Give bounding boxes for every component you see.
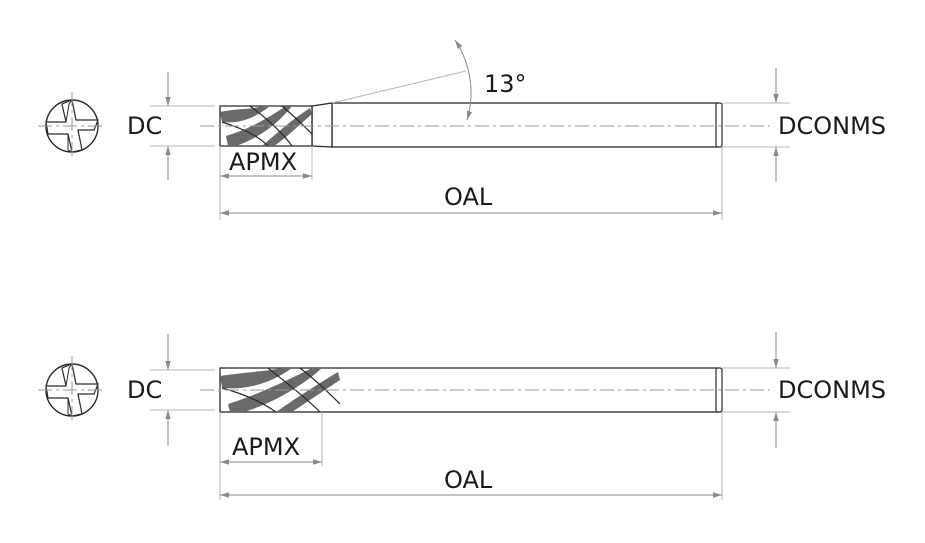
oal-label: OAL xyxy=(444,183,493,211)
end-view-icon xyxy=(38,356,106,424)
dconms-label: DCONMS xyxy=(778,376,886,404)
oal-label: OAL xyxy=(444,466,493,494)
apmx-label: APMX xyxy=(229,148,297,176)
end-mill-tapered xyxy=(219,102,723,148)
top-view: DC 13° APMX OAL xyxy=(38,39,886,220)
dconms-label: DCONMS xyxy=(778,112,886,140)
dc-label: DC xyxy=(127,112,162,140)
end-view-icon xyxy=(38,92,106,160)
bottom-view: DC APMX OAL DCONMS xyxy=(38,332,886,500)
dc-label: DC xyxy=(127,376,162,404)
angle-label: 13° xyxy=(484,70,527,98)
apmx-label: APMX xyxy=(232,433,300,461)
